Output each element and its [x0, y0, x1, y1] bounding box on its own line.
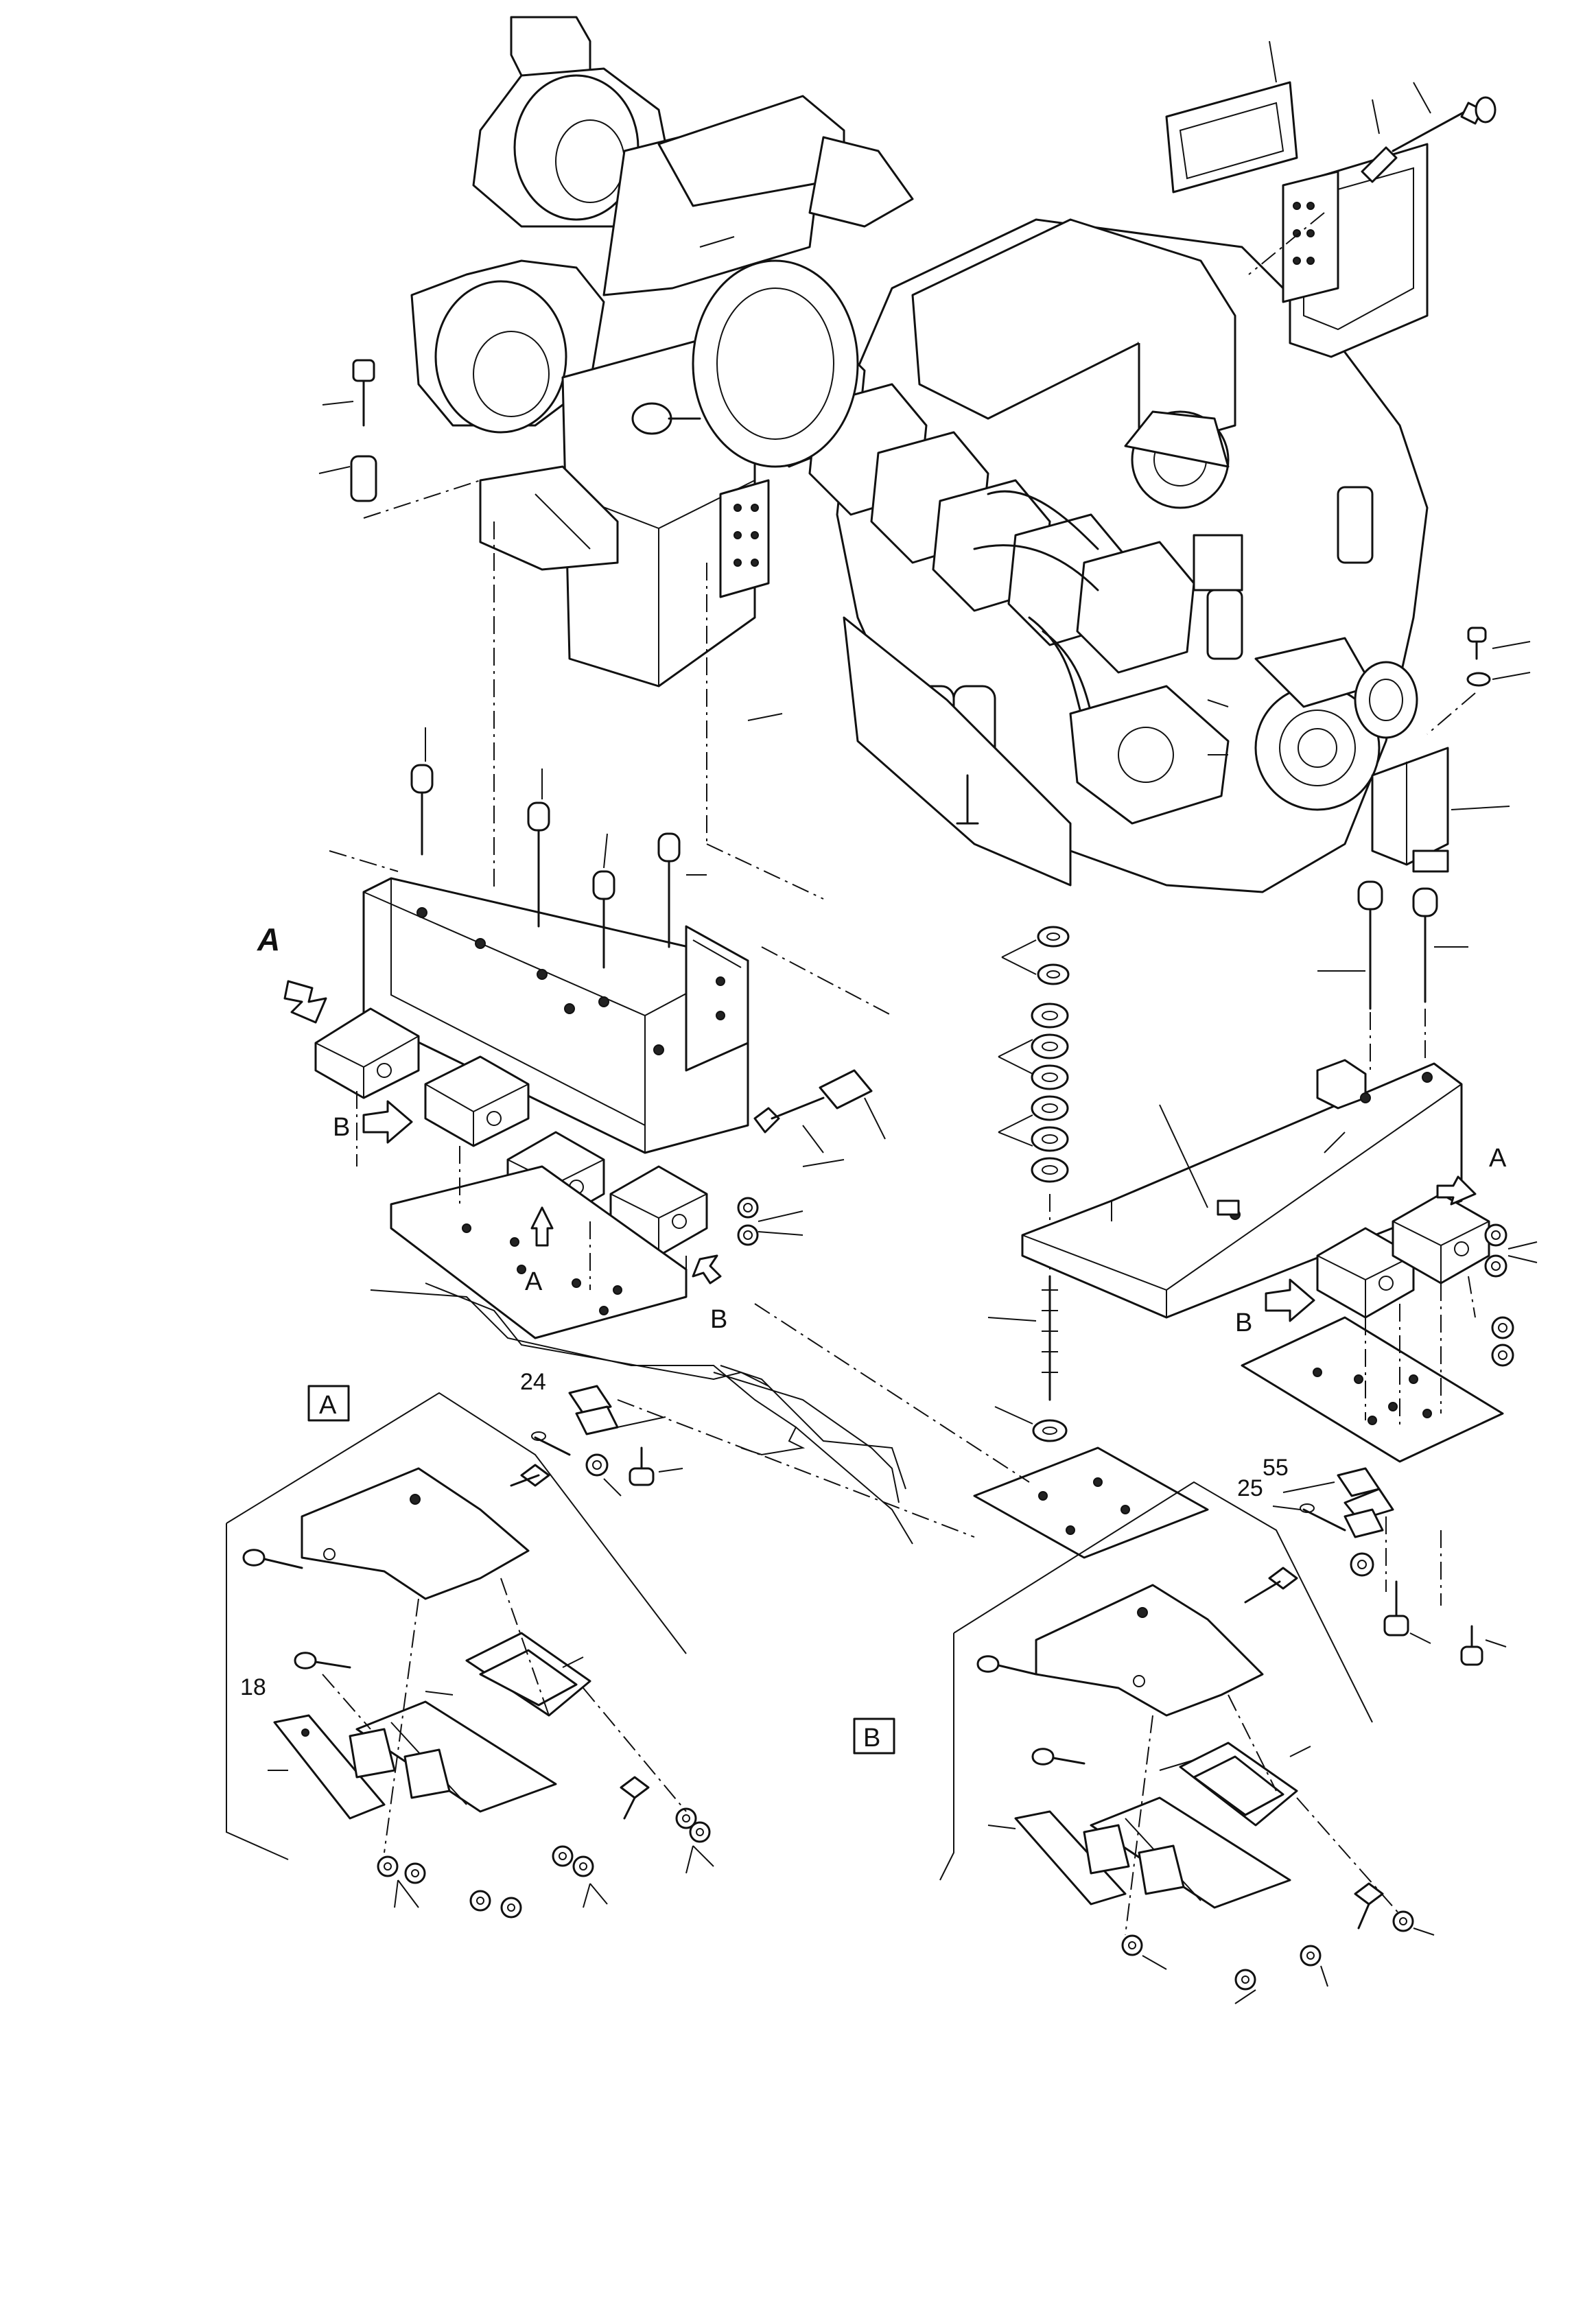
- view-b-label-right: B: [1235, 1309, 1252, 1337]
- nut: [689, 1821, 711, 1843]
- nut: [404, 1862, 426, 1884]
- nut: [675, 1807, 697, 1829]
- beam-bolt: [657, 832, 681, 948]
- bolt: [629, 1446, 655, 1486]
- resilient-mount: [314, 1007, 420, 1099]
- right-mounting-beam: [1021, 880, 1468, 1319]
- detail-a-label: A: [319, 1391, 337, 1420]
- view-a-label-under: A: [525, 1267, 543, 1296]
- gearbox-bolt-spacer: [318, 359, 481, 519]
- nut: [1032, 1419, 1068, 1442]
- washer: [1031, 1033, 1069, 1059]
- resilient-mount: [1316, 1227, 1415, 1319]
- bolt: [1383, 1580, 1409, 1637]
- washer: [1031, 1157, 1069, 1183]
- detail-view-b: B: [853, 1481, 1435, 2004]
- nut: [1037, 963, 1070, 985]
- detail-b-label: B: [863, 1724, 880, 1752]
- nut: [500, 1897, 522, 1919]
- nut: [1392, 1910, 1414, 1932]
- resilient-mount: [424, 1055, 530, 1147]
- part-number-55: 55: [1263, 1455, 1289, 1481]
- detail-a-box: [307, 1385, 350, 1422]
- nut: [1484, 1254, 1507, 1278]
- washer: [1031, 1095, 1069, 1121]
- bolt: [1460, 1625, 1483, 1666]
- detail-view-a: A: [226, 1385, 714, 1919]
- nut: [377, 1855, 399, 1877]
- detail-b-box: [853, 1717, 895, 1755]
- beam-bolt: [410, 764, 434, 856]
- left-resilient-mounts: [314, 1007, 803, 1339]
- part-24-plate: [531, 1385, 683, 1497]
- nut: [1234, 1969, 1256, 1991]
- nut: [1491, 1316, 1514, 1339]
- nut: [737, 1224, 759, 1246]
- nut: [552, 1845, 574, 1867]
- beam-bolt: [527, 801, 550, 928]
- beam-bolt: [592, 870, 615, 969]
- nut: [737, 1197, 759, 1219]
- washer: [1031, 1064, 1069, 1090]
- view-b-label-left: B: [333, 1113, 350, 1142]
- part-number-24: 24: [520, 1369, 546, 1395]
- washer: [1031, 1126, 1069, 1152]
- washer-stack: [987, 926, 1070, 1442]
- view-arrows-left: [283, 980, 722, 1285]
- front-support-bracket: [1371, 626, 1531, 873]
- part-number-18: 18: [240, 1674, 266, 1700]
- nut: [572, 1855, 594, 1877]
- beam-bolt: [1412, 887, 1438, 1003]
- view-a-label-right: A: [1489, 1144, 1507, 1173]
- right-resilient-mounts: [973, 1193, 1538, 1666]
- leader-lines: [699, 236, 1346, 1167]
- part-number-labels: 24 18 55 25: [240, 1369, 1289, 1700]
- nut: [585, 1453, 609, 1477]
- engine-assembly: [410, 16, 1429, 893]
- nut: [1121, 1934, 1143, 1956]
- left-mounting-beam: [329, 521, 893, 1154]
- nut: [469, 1890, 491, 1912]
- nut: [1491, 1344, 1514, 1367]
- nut: [1037, 926, 1070, 948]
- view-a-label-main: A: [257, 922, 280, 957]
- nut: [1350, 1552, 1374, 1577]
- beam-bolt: [1357, 880, 1383, 1010]
- pipe-route: [370, 1282, 1030, 1545]
- view-labels: A B A B A B: [257, 922, 1507, 1337]
- rear-support-bracket: [1165, 40, 1497, 358]
- washer: [1031, 1003, 1069, 1029]
- part-number-25: 25: [1237, 1475, 1263, 1501]
- nut: [1484, 1223, 1507, 1247]
- view-b-label-under: B: [710, 1305, 727, 1334]
- view-arrows-right: [1265, 1175, 1477, 1322]
- nut: [1300, 1945, 1322, 1967]
